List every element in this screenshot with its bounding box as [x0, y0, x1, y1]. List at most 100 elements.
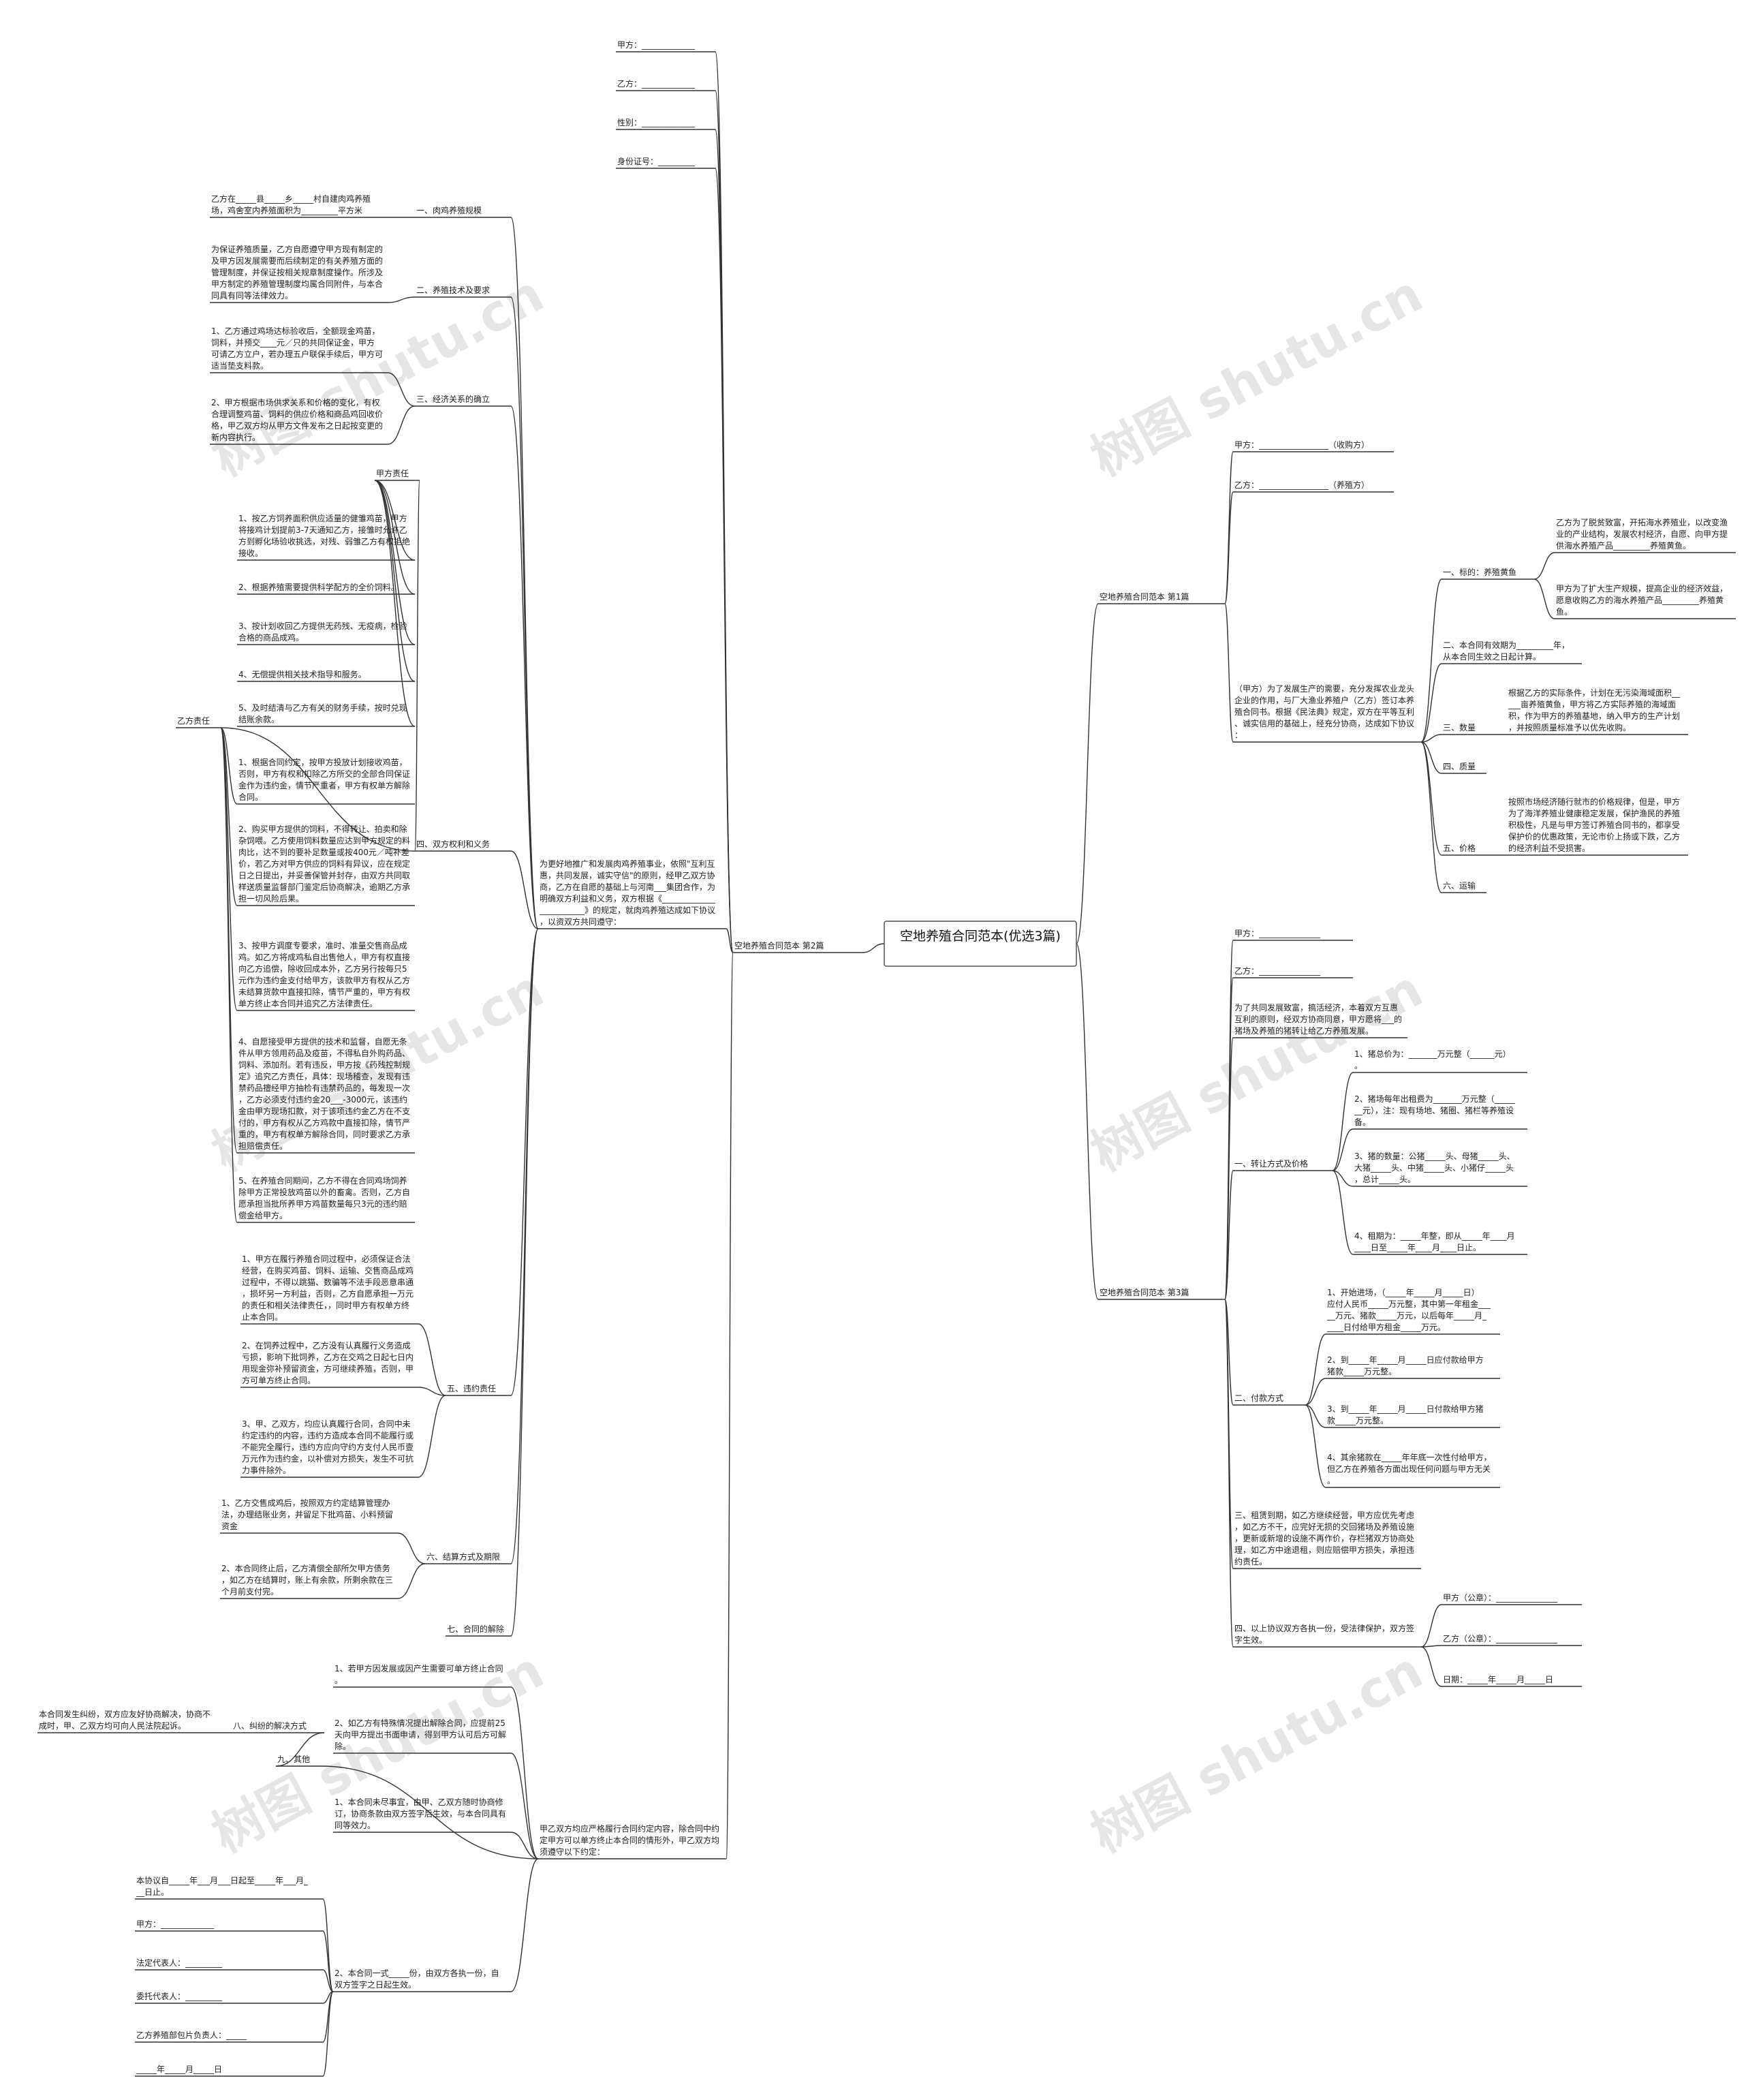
b3-section-2-item: 2、到_____年_____月_____日应付款给甲方猪款_____万元整。: [1327, 1355, 1484, 1376]
b2-other-item-connector: [510, 1858, 539, 1992]
b2-section-5-item-connector: [418, 1387, 446, 1396]
b2-section-9: 九、其他: [277, 1755, 310, 1764]
b1-header: 乙方：_________________（养殖方）: [1234, 480, 1369, 490]
root-node[interactable]: 空地养殖合同范本(优选3篇): [884, 921, 1077, 967]
b3-signature-line: 日期：_____年_____月_____日: [1443, 1675, 1553, 1684]
b1-section-4: 四、质量: [1443, 762, 1476, 771]
b1-section-6: 六、运输: [1443, 880, 1476, 891]
b2-part2-connector: [726, 952, 734, 1859]
b2-signature-line: 乙方养殖部包片负责人：_____: [136, 2030, 247, 2040]
b2-header-0: 甲方：_____________: [617, 40, 696, 50]
b3-section-2-item-connector: [1305, 1404, 1326, 1488]
b3-section-2-item-connector: [1305, 1333, 1326, 1406]
b2-section-6-item-connector: [397, 1563, 426, 1599]
b3-section-1-item: 4、租期为：_____年整，即从_____年____月____日至_____年_…: [1354, 1231, 1515, 1252]
b3-section-3: 三、租赁到期，如乙方继续经营，甲方应优先考虑，如乙方不干，应完好无损的交回猪场及…: [1234, 1510, 1414, 1566]
b3-header: 甲方：_______________: [1234, 928, 1321, 938]
watermark: 树图 shutu.cn: [1082, 959, 1432, 1183]
b3-section-2-item: 1、开始进场，（_____年_____月_____日）应付人民币_____万元整…: [1326, 1288, 1491, 1332]
b2-part2-item: 1、若甲方因发展或因产生需要可单方终止合同。: [334, 1663, 503, 1685]
b2-jia-item-connector: [374, 480, 416, 645]
b1-intro: （甲方）为了发展生产的需要，充分发挥农业龙头企业的作用，与厂大渔业养殖户（乙方）…: [1234, 683, 1414, 740]
mind-map-connectors: [215, 51, 1555, 2077]
branch-2: 空地养殖合同范本 第2篇: [734, 940, 824, 951]
b1-section-5-text: 按照市场经济随行就市的价格规律，但是，甲方为了海洋养殖业健康稳定发展，保护渔民的…: [1508, 797, 1680, 853]
b3-signature-line: 甲方（公章）：_______________: [1443, 1592, 1558, 1603]
b3-section-1-item: 2、猪场每年出租费为_______万元整（_______元），注：现有场地、猪圈…: [1354, 1094, 1516, 1127]
root-title: 空地养殖合同范本(优选3篇): [900, 929, 1061, 944]
b2-section-7: 七、合同的解除: [447, 1624, 504, 1634]
b3-signature-line-connector: [1420, 1604, 1442, 1648]
b2-section-3-item-connector: [387, 405, 416, 445]
b2-section-4-connector: [510, 850, 539, 929]
b3-section-2-item-connector: [1305, 1404, 1326, 1428]
b2-section-7-connector: [510, 928, 539, 1637]
b1-section-2-connector: [1420, 663, 1442, 743]
b2-section-5-connector: [510, 928, 539, 1396]
b2-section-5-item-connector: [418, 1323, 446, 1396]
b2-section-8-connector: [275, 1732, 325, 1767]
watermark: 树图 shutu.cn: [203, 1641, 553, 1864]
b2-yi-item: 3、按甲方调度专要求，准时、准量交售商品成鸡。如乙方将成鸡私自出售他人，甲方有权…: [238, 940, 410, 1008]
b2-signature-connector: [322, 1991, 334, 2077]
b2-jia-item: 1、按乙方饲养面积供应适量的健雏鸡苗，甲方将接鸡计划提前3-7天通知乙方，接雏时…: [238, 513, 410, 558]
b3-section-1-item: 3、猪的数量：公猪_____头、母猪_____头、大猪_____头、中猪____…: [1354, 1151, 1515, 1184]
watermark: 树图 shutu.cn: [1082, 1641, 1432, 1864]
b2-section-5: 五、违约责任: [447, 1383, 496, 1393]
b3-header: 乙方：_______________: [1234, 966, 1321, 976]
b2-section-6-item: 1、乙方交售成鸡后，按照双方约定结算管理办法，办理结账业务，并留足下批鸡苗、小料…: [221, 1498, 393, 1531]
b2-part2-item-connector: [510, 1752, 539, 1859]
b2-yi-item: 2、购买甲方提供的饲料，不得转让、拍卖和除杂饲喂。乙方使用饲料数量应达到甲方规定…: [238, 824, 410, 904]
b2-yi-item-connector: [220, 727, 238, 1223]
b1-section-3: 三、数量: [1443, 722, 1476, 732]
b1-section-6-connector: [1420, 741, 1442, 893]
b1-section-1-item: 乙方为了脱贫致富，开拓海水养殖业，以改变渔业的产业结构，发展农村经济，自愿、向甲…: [1556, 517, 1728, 551]
b2-jia-responsibility: 甲方责任: [376, 468, 409, 478]
b1-section-4-connector: [1420, 741, 1442, 774]
b2-section-1: 一、肉鸡养殖规模: [416, 205, 482, 215]
b1-section-1: 一、标的：养殖黄鱼: [1443, 567, 1516, 577]
b1-section-1-item: 甲方为了扩大生产规模，提高企业的经济效益，愿意收购乙方的海水养殖产品______…: [1556, 583, 1728, 617]
b2-section-6: 六、结算方式及期限: [426, 1551, 500, 1562]
b2-section-3: 三、经济关系的确立: [416, 394, 490, 404]
b3-section-4: 四、以上协议双方各执一份，受法律保护，双方签字生效。: [1234, 1623, 1414, 1645]
b2-header-1: 乙方：_____________: [617, 78, 696, 89]
branch-1-connector: [1076, 603, 1099, 944]
b2-other-item-connector: [510, 1832, 539, 1859]
b1-section-3-connector: [1420, 734, 1442, 743]
b2-section-5-item-connector: [418, 1395, 446, 1478]
b1-section-1-item-connector: [1533, 552, 1555, 580]
b3-section-1-connector: [1224, 1170, 1234, 1300]
b2-jia-item: 5、及时结清与乙方有关的财务手续，按时兑现结账余款。: [238, 702, 407, 724]
b2-yi-item-connector: [220, 727, 238, 906]
b2-section-2-text: 为保证养殖质量，乙方自愿遵守甲方现有制定的及甲方因发展需要而后续制定的有关养殖方…: [211, 244, 383, 300]
branch-1: 空地养殖合同范本 第1篇: [1100, 591, 1189, 602]
b2-section-8: 八、纠纷的解决方式: [233, 1720, 307, 1731]
branch-2-connector: [862, 943, 885, 953]
b2-intro-connector: [726, 928, 734, 953]
b2-section-3-item: 2、甲方根据市场供求关系和价格的变化，有权合理调整鸡苗、饲料的供应价格和商品鸡回…: [211, 397, 383, 442]
b2-jia-item-connector: [374, 480, 416, 727]
watermark: 树图 shutu.cn: [1082, 264, 1432, 488]
b2-section-2-text-connector: [387, 296, 416, 303]
b2-section-6-item: 2、本合同终止后，乙方清偿全部所欠甲方债务，如乙方在结算时，账上有余款，所剩余款…: [221, 1563, 393, 1596]
b1-header-connector: [1224, 451, 1234, 604]
b2-jia-item-connector: [374, 480, 416, 682]
b2-section-6-item-connector: [397, 1532, 426, 1564]
b2-yi-item: 5、在养殖合同期间，乙方不得在合同鸡场饲养除甲方正常投放鸡苗以外的畜禽。否则，乙…: [238, 1175, 410, 1220]
b2-yi-item: 4、自愿接受甲方提供的技术和监督，自愿无条件从甲方领用药品及疫苗，不得私自外购药…: [238, 1036, 410, 1151]
b2-jia-item: 4、无偿提供相关技术指导和服务。: [238, 669, 367, 679]
b2-section-1-text: 乙方在_____县_____乡_____村自建肉鸡养殖场，鸡舍室内养殖面积为__…: [211, 194, 371, 215]
b2-jia-item: 2、根据养殖需要提供科学配方的全价饲料。: [238, 582, 399, 592]
b3-section-2-item-connector: [1305, 1378, 1326, 1406]
b1-section-5: 五、价格: [1443, 843, 1476, 853]
b3-signature-line: 乙方（公章）：_______________: [1443, 1633, 1558, 1643]
b2-signature-line: 本协议自_____年___月___日起至_____年___月___日止。: [136, 1875, 309, 1897]
b1-header-connector: [1224, 491, 1234, 604]
b2-signature-connector: [322, 1930, 334, 1992]
b2-jia-item: 3、按计划收回乙方提供无药残、无疫病，检验合格的商品成鸡。: [238, 621, 407, 643]
b2-section-3-item: 1、乙方通过鸡场达标验收后，全额现金鸡苗，饲料，并预交____元／只的共同保证金…: [211, 326, 383, 371]
b1-section-1-item-connector: [1533, 578, 1555, 619]
b2-section-4: 四、双方权利和义务: [416, 839, 490, 849]
b2-section-2-connector: [510, 296, 539, 929]
